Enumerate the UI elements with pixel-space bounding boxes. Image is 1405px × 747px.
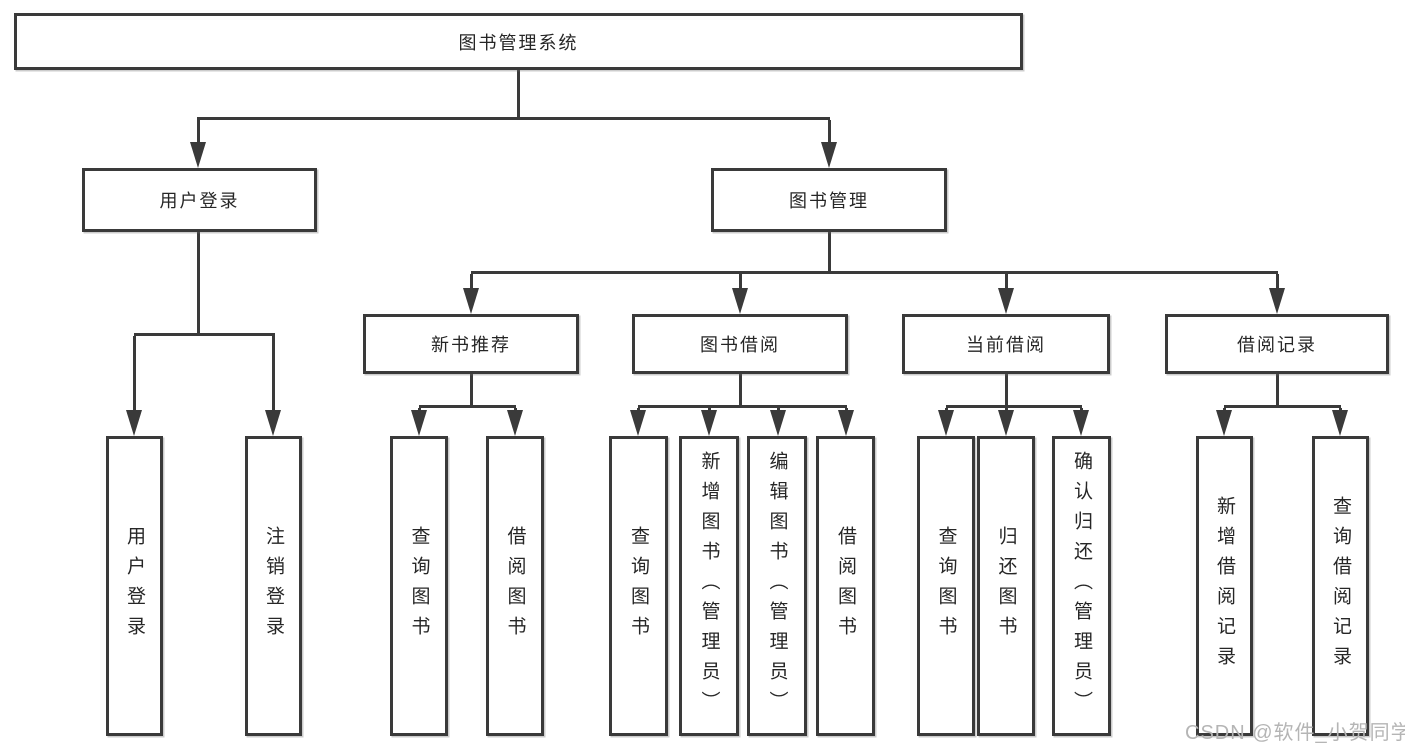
arrowhead-icon <box>463 288 479 314</box>
connector-borrow-records-drop <box>1276 374 1279 408</box>
node-label: 查询图书 <box>935 526 957 646</box>
node-label: 借阅图书 <box>835 526 856 646</box>
node-book-management: 图书管理 <box>711 168 947 232</box>
connector-stem <box>828 120 831 148</box>
arrowhead-icon <box>998 288 1014 314</box>
connector-stem <box>739 274 742 292</box>
arrowhead-icon <box>1073 410 1089 436</box>
arrowhead-icon <box>732 288 748 314</box>
node-recommend-query-books: 查询图书 <box>390 436 448 736</box>
node-label: 查询图书 <box>628 526 649 646</box>
node-current-borrowing: 当前借阅 <box>902 314 1110 374</box>
csdn-watermark: CSDN @软件_小贺同学 <box>1185 722 1405 744</box>
arrowhead-icon <box>938 410 954 436</box>
connector-new-book-branch <box>419 405 516 408</box>
arrowhead-icon <box>770 410 786 436</box>
arrowhead-icon <box>265 410 281 436</box>
connector-root-drop <box>517 70 520 120</box>
node-edit-books-admin: 编辑图书（管理员） <box>747 436 807 736</box>
node-label: 查询借阅记录 <box>1330 496 1351 676</box>
arrowhead-icon <box>507 410 523 436</box>
connector-new-book-drop <box>470 374 473 408</box>
connector-book-management-drop <box>828 232 831 274</box>
node-new-book-recommend: 新书推荐 <box>363 314 579 374</box>
arrowhead-icon <box>838 410 854 436</box>
arrowhead-icon <box>411 410 427 436</box>
node-book-borrowing: 图书借阅 <box>632 314 848 374</box>
node-label: 查询图书 <box>408 526 430 646</box>
node-label: 用户登录 <box>124 526 145 646</box>
node-label: 归还图书 <box>995 526 1017 646</box>
node-confirm-return-admin: 确认归还（管理员） <box>1052 436 1111 736</box>
node-borrow-records: 借阅记录 <box>1165 314 1389 374</box>
node-add-books-admin: 新增图书（管理员） <box>679 436 739 736</box>
node-user-login-leaf: 用户登录 <box>106 436 163 736</box>
node-label: 借阅记录 <box>1237 335 1317 355</box>
arrowhead-icon <box>998 410 1014 436</box>
node-borrowing-query-books: 查询图书 <box>609 436 668 736</box>
node-recommend-borrow-books: 借阅图书 <box>486 436 544 736</box>
connector-stem <box>1005 274 1008 292</box>
node-label: 注销登录 <box>263 526 284 646</box>
node-label: 新增图书（管理员） <box>698 451 720 721</box>
node-add-borrow-record: 新增借阅记录 <box>1196 436 1253 736</box>
connector-book-management-branch <box>471 271 1278 274</box>
arrowhead-icon <box>701 410 717 436</box>
node-borrowing-borrow-books: 借阅图书 <box>816 436 875 736</box>
connector-current-borrowing-branch <box>946 405 1082 408</box>
node-label: 图书借阅 <box>700 335 780 355</box>
connector-stem <box>272 336 275 412</box>
connector-root-branch <box>197 117 830 120</box>
node-label: 当前借阅 <box>966 335 1046 355</box>
arrowhead-icon <box>190 142 206 168</box>
connector-stem <box>133 336 136 412</box>
node-label: 用户登录 <box>159 191 240 211</box>
node-return-books: 归还图书 <box>977 436 1035 736</box>
connector-user-login-branch <box>134 333 275 336</box>
node-query-borrow-record: 查询借阅记录 <box>1312 436 1369 736</box>
node-current-query-books: 查询图书 <box>917 436 975 736</box>
arrowhead-icon <box>821 142 837 168</box>
node-label: 借阅图书 <box>504 526 526 646</box>
connector-book-borrowing-drop <box>739 374 742 408</box>
connector-current-borrowing-drop <box>1005 374 1008 408</box>
node-label: 编辑图书（管理员） <box>766 451 788 721</box>
arrowhead-icon <box>126 410 142 436</box>
connector-borrow-records-branch <box>1224 405 1341 408</box>
node-label: 新书推荐 <box>431 335 511 355</box>
node-label: 图书管理 <box>789 191 869 211</box>
connector-user-login-drop <box>197 232 200 336</box>
arrowhead-icon <box>1332 410 1348 436</box>
arrowhead-icon <box>1216 410 1232 436</box>
node-label: 新增借阅记录 <box>1214 496 1235 676</box>
node-logout: 注销登录 <box>245 436 302 736</box>
node-label: 确认归还（管理员） <box>1071 451 1092 721</box>
connector-stem <box>197 120 200 148</box>
node-book-management-system: 图书管理系统 <box>14 13 1023 70</box>
arrowhead-icon <box>630 410 646 436</box>
connector-stem <box>470 274 473 292</box>
node-label: 图书管理系统 <box>458 32 579 53</box>
connector-stem <box>1276 274 1279 292</box>
connector-book-borrowing-branch <box>638 405 847 408</box>
arrowhead-icon <box>1269 288 1285 314</box>
node-user-login: 用户登录 <box>82 168 317 232</box>
